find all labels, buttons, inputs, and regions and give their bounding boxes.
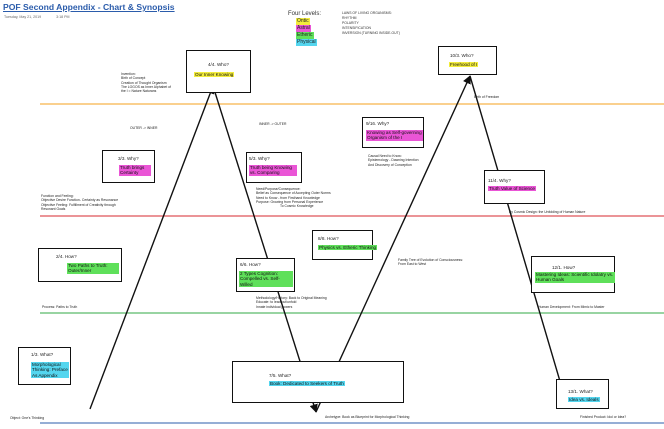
note-line: Invention: <box>121 72 136 76</box>
box-text: Truth brings Certainty <box>119 165 151 176</box>
level-ontic: Ontic <box>296 18 310 25</box>
box-label: 2/4. How? <box>56 254 77 259</box>
note-line: Birth of Freedom <box>474 95 500 99</box>
box-label: 5/3. Why? <box>249 156 270 161</box>
box-10-3 <box>438 46 497 75</box>
laws-list: LAWS OF LIVING ORGANISMS: RHYTHM POLARIT… <box>342 11 400 36</box>
box-text: Physics vs. Etheric Thinking <box>318 245 378 251</box>
box-text: Freehood of I <box>449 62 479 68</box>
box-text: Our Inner Knowing <box>194 72 235 78</box>
note-outer-inner: OUTER -> INNER <box>130 126 157 130</box>
note-line: From East to West <box>398 262 427 267</box>
note-line: Finished Product: Idol or Idea? <box>580 415 627 419</box>
note-line: INNER -> OUTER <box>259 122 287 126</box>
laws-line: INVERSION (TURNING INSIDE-OUT) <box>342 31 400 35</box>
box-text: Truth being Knowing vs. Comparing <box>249 165 297 176</box>
box-label: 6/6. How? <box>240 262 261 267</box>
page-title: POF Second Appendix - Chart & Synopsis <box>3 2 175 12</box>
note-invention: Invention: Birth of Concept Creation of … <box>121 72 171 93</box>
zigzag-path <box>89 75 569 413</box>
date-text: Tuesday, May 21, 2019 <box>4 15 42 19</box>
note-process: Process: Paths to Truth <box>42 305 77 309</box>
note-line: Innate individual powers <box>256 304 293 309</box>
box-label: 13/1. What? <box>568 389 593 394</box>
note-line: Need/Purpose/Consequence: <box>256 187 301 191</box>
note-line: Educate: to lead out/unfold <box>256 300 297 305</box>
laws-line: POLARITY <box>342 21 359 25</box>
note-line: the I = Nature Naturans <box>121 89 157 94</box>
note-line: And Discovery of Conception <box>368 162 412 167</box>
box-text: Two Paths to Truth: Outer/Inner <box>67 263 119 274</box>
box-text: Morphological Thinking: Preface As Appen… <box>31 362 69 379</box>
box-label: 4/4. Who? <box>208 62 229 67</box>
note-archetype: Archetype: Book as Blueprint for Morphol… <box>325 415 409 419</box>
box-text: Mastering Ideas: Scientific Idolatry vs.… <box>535 272 615 283</box>
note-causal-need: Causal Need to Know: Epistemology - Dawn… <box>368 154 419 167</box>
box-text: Book: Dedicated to Seekers of Truth <box>269 381 345 387</box>
note-human-dev: Human Development: From Mimic to Master <box>538 305 605 309</box>
box-text: 2 Types Cognition: Compelled vs. Self-Wi… <box>239 271 293 288</box>
note-line: Birth of Concept <box>121 76 146 81</box>
note-cosmic-design: By Cosmic Design: the Unfolding of Human… <box>509 210 585 214</box>
note-line: Resonant Goals <box>41 206 66 211</box>
box-13-1 <box>556 379 609 409</box>
page-date: Tuesday, May 21, 2019 3:18 PM <box>4 15 84 19</box>
box-label: 12/1. How? <box>552 265 576 270</box>
note-line: Object: One's Thinking <box>10 416 45 420</box>
note-line: Objective Feeling: Fulfillment of Creati… <box>41 202 116 207</box>
laws-line: LAWS OF LIVING ORGANISMS: <box>342 11 392 15</box>
note-finished: Finished Product: Idol or Idea? <box>580 415 626 419</box>
note-line: OUTER -> INNER <box>130 126 158 130</box>
note-line: The LOGOS as Inner Alphabet of <box>121 84 171 89</box>
box-text: Idea vs. Ideals <box>568 397 600 403</box>
box-4-4 <box>186 50 251 93</box>
arrow-segment <box>469 75 569 406</box>
note-line: To Cosmic Knowledge <box>280 204 314 209</box>
box-label: 7/5. What? <box>269 373 292 378</box>
note-line: Epistemology - Dawning Intention <box>368 158 419 163</box>
note-inner-outer: INNER -> OUTER <box>259 122 286 126</box>
note-line: Purpose: Growing from Personal Experienc… <box>256 199 324 204</box>
note-birth-freedom: Birth of Freedom <box>474 95 499 99</box>
note-line: Archetype: Book as Blueprint for Morphol… <box>325 415 410 419</box>
note-function-feeling: Function and Feeling: Objective Desire F… <box>41 194 118 211</box>
levels-title: Four Levels: <box>288 11 322 17</box>
arrow-segment <box>89 85 215 410</box>
note-line: By Cosmic Design: the Unfolding of Human… <box>509 210 586 214</box>
box-label: 3/3. Why? <box>118 156 139 161</box>
box-label: 1/3. What? <box>31 352 54 357</box>
note-line: Family Tree of Evolution of Consciousnes… <box>398 258 464 262</box>
note-methodology: Methodology/History: Back to Original Me… <box>256 296 327 309</box>
time-text: 3:18 PM <box>56 15 70 19</box>
box-label: 11/4. Why? <box>488 178 511 183</box>
level-astral: Astral <box>296 25 311 32</box>
box-label: 10/3. Who? <box>450 53 474 58</box>
note-line: Function and Feeling: <box>41 194 74 198</box>
laws-line: INTENSIFICATION <box>342 26 371 30</box>
box-label: 9/16. Why? <box>366 121 390 126</box>
note-line: Creation of Thought Organism <box>121 80 167 85</box>
box-text: Truth Value of Science <box>488 186 536 192</box>
note-line: Need to Know - from Firsthand Knowledge <box>256 195 320 200</box>
note-line: Methodology/History: Back to Original Me… <box>256 296 327 300</box>
note-line: Objective Desire Function- Certainty as … <box>41 198 119 203</box>
note-need-purpose: Need/Purpose/Consequence: Belief as Cons… <box>256 187 331 208</box>
arrow-segment <box>315 75 471 413</box>
level-physical: Physical <box>296 39 317 46</box>
level-etheric: Etheric <box>296 32 314 39</box>
note-line: Process: Paths to Truth <box>42 305 78 309</box>
note-object: Object: One's Thinking <box>10 416 44 420</box>
box-label: 8/8. How? <box>318 236 339 241</box>
box-text: Knowing as Self-governing Organism of th… <box>366 130 423 141</box>
arrow-segment <box>212 85 318 413</box>
laws-line: RHYTHM <box>342 16 357 20</box>
note-line: Human Development: From Mimic to Master <box>538 305 605 309</box>
note-line: Belief as Consequence of Accepting Outer… <box>256 191 331 196</box>
note-family-tree: Family Tree of Evolution of Consciousnes… <box>398 258 463 267</box>
note-line: Causal Need to Know: <box>368 154 402 158</box>
